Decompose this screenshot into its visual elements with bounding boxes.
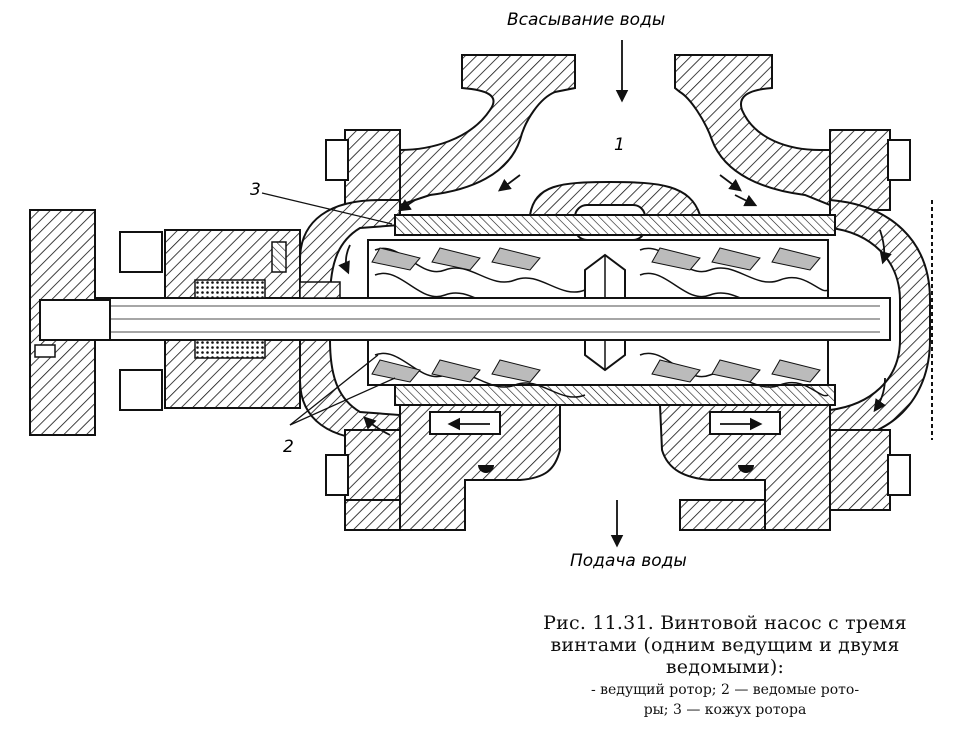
caption-legend-line-1: - ведущий ротор; 2 — ведомые рото- xyxy=(590,682,860,698)
caption-title-line-2: винтами (одним ведущим и двумя xyxy=(550,634,900,656)
figure-caption: Рис. 11.31. Винтовой насос с тремя винта… xyxy=(500,612,950,718)
drive-shaft xyxy=(39,297,891,341)
flow-arrows xyxy=(338,40,892,548)
callout-3: 3 xyxy=(250,180,261,200)
rotor-sleeve xyxy=(394,180,836,406)
suction-label: Всасывание воды xyxy=(507,10,665,30)
caption-title-line-3: ведомыми): xyxy=(665,656,785,678)
callout-lines xyxy=(261,192,396,426)
callout-2: 2 xyxy=(283,437,294,457)
shaft-coupling xyxy=(29,209,111,436)
caption-legend-line-2: ры; 3 — кожух ротора xyxy=(643,702,807,718)
discharge-label: Подача воды xyxy=(570,551,687,571)
callout-1: 1 xyxy=(614,135,625,155)
suction-inlet-housing xyxy=(399,54,831,207)
discharge-housing xyxy=(399,404,831,531)
gland-housing xyxy=(119,229,341,411)
screw-pump-cross-section: Всасывание воды Подача воды 1 2 3 xyxy=(29,10,933,571)
caption-title-line-1: Рис. 11.31. Винтовой насос с тремя xyxy=(543,612,907,634)
